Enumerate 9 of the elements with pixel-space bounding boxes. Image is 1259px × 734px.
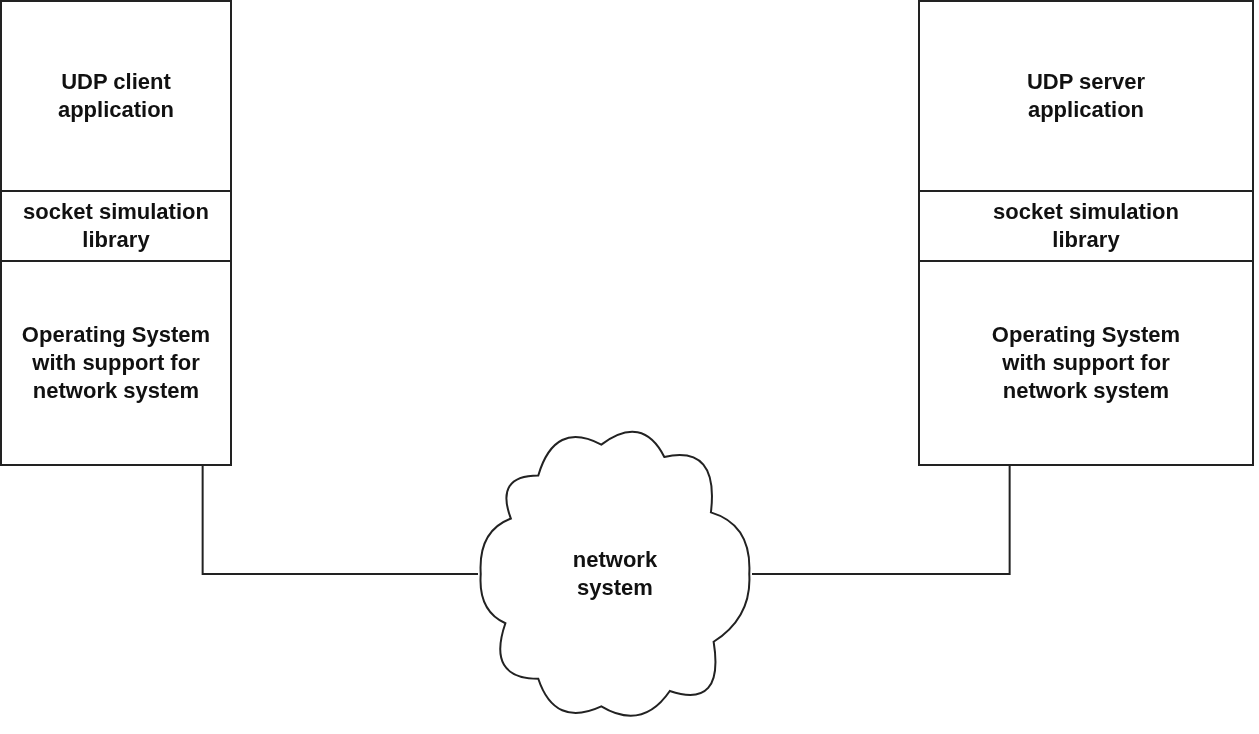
cloud-label: network system: [571, 546, 659, 602]
layer-label: socket simulation library: [992, 198, 1180, 254]
stack-box: [0, 0, 232, 466]
layer-label: Operating System with support for network system: [990, 321, 1182, 405]
layer-label: socket simulation library: [22, 198, 210, 254]
stack-box: [918, 0, 1254, 466]
layer-label: Operating System with support for network system: [20, 321, 212, 405]
layer-label: UDP client application: [56, 68, 176, 124]
layer-label: UDP server application: [1025, 68, 1147, 124]
